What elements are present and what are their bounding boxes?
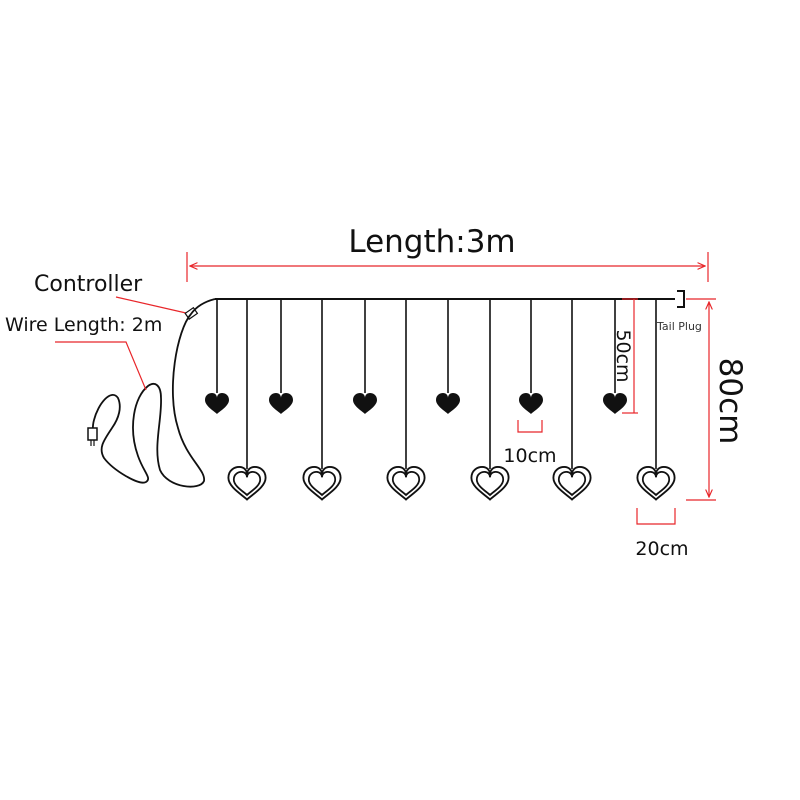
- outline-heart-inner: [232, 471, 262, 497]
- total-drop-label: 80cm: [712, 358, 748, 445]
- tail-plug-icon: [677, 290, 685, 308]
- solid-heart-icon: [269, 393, 293, 414]
- wire-length-label: Wire Length: 2m: [5, 314, 162, 336]
- outline-heart-inner: [391, 471, 421, 497]
- controller-wire: [91, 298, 216, 488]
- solid-heart-icon: [519, 393, 543, 414]
- outline-heart-inner: [307, 471, 337, 497]
- outline-heart-inner: [557, 471, 587, 497]
- heart-strands: [205, 299, 676, 501]
- tail-plug-label: Tail Plug: [656, 320, 702, 333]
- outline-heart-inner: [641, 471, 671, 497]
- solid-heart-icon: [436, 393, 460, 414]
- small-heart-width-dimension: 10cm: [503, 420, 557, 467]
- length-dimension: Length:3m: [186, 224, 709, 282]
- solid-heart-icon: [353, 393, 377, 414]
- controller-label: Controller: [34, 272, 143, 297]
- short-drop-dimension: 50cm: [612, 298, 638, 414]
- total-drop-dimension: 80cm: [686, 298, 748, 501]
- large-heart-width-dimension: 20cm: [635, 508, 689, 560]
- large-heart-width-label: 20cm: [635, 538, 688, 560]
- plug-icon: [87, 427, 98, 446]
- solid-heart-icon: [205, 393, 229, 414]
- length-label: Length:3m: [348, 224, 515, 260]
- solid-heart-icon: [603, 393, 627, 414]
- outline-heart-inner: [475, 471, 505, 497]
- small-heart-width-label: 10cm: [503, 445, 556, 467]
- short-drop-label: 50cm: [612, 329, 634, 382]
